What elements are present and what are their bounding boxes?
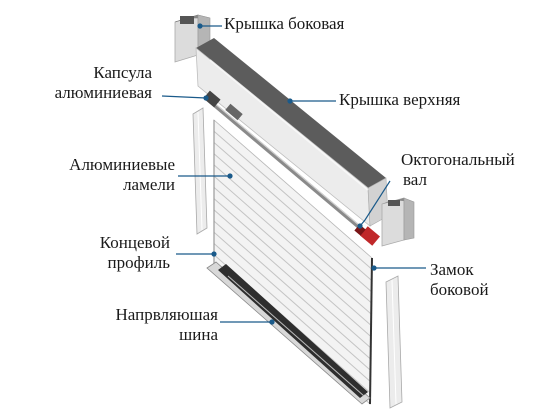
left-guide-rail-part xyxy=(192,107,208,235)
slat-curtain-part xyxy=(213,119,373,405)
label-guide-rail-line1: Напрвляюшая xyxy=(115,305,218,324)
slat-seam xyxy=(213,231,371,371)
slat-seam xyxy=(213,130,373,270)
label-aluminum-slats: Алюминиевые ламели xyxy=(20,155,175,195)
slat-seam xyxy=(213,209,372,349)
label-side-lock-line2: боковой xyxy=(430,280,489,299)
dot-slats xyxy=(227,173,233,179)
dot-capsule xyxy=(203,95,209,101)
label-end-profile-line1: Концевой xyxy=(99,233,170,252)
label-top-cover: Крышка верхняя xyxy=(339,90,461,109)
slat-seam xyxy=(213,187,372,326)
leader-lines xyxy=(161,25,426,323)
dot-shaft xyxy=(357,223,363,229)
slat-seam xyxy=(213,164,372,304)
label-aluminum-capsule: Капсула алюминиевая xyxy=(30,63,152,103)
side-cover-bottom-part xyxy=(381,197,415,247)
label-aluminum-capsule-line1: Капсула xyxy=(93,63,152,82)
label-side-lock: Замок боковой xyxy=(430,260,489,300)
label-side-cover: Крышка боковая xyxy=(224,14,345,33)
label-side-lock-line1: Замок xyxy=(430,260,474,279)
slat-seam xyxy=(213,175,372,315)
label-end-profile-line2: профиль xyxy=(107,253,170,272)
dot-side-cover xyxy=(197,23,203,29)
leader-shaft xyxy=(359,180,391,227)
slat-seam xyxy=(213,198,372,337)
label-guide-rail: Напрвляюшая шина xyxy=(60,305,218,345)
label-octagonal-shaft-line1: Октогональный xyxy=(401,150,515,169)
leader-dots xyxy=(197,23,377,325)
right-guide-rail-part xyxy=(385,275,403,409)
slat-seam xyxy=(213,142,373,281)
label-octagonal-shaft: Октогональный вал xyxy=(401,150,515,190)
dot-end-profile xyxy=(211,251,217,257)
label-guide-rail-line2: шина xyxy=(179,325,218,344)
dot-side-lock xyxy=(371,265,377,271)
dot-guide-rail xyxy=(269,319,275,325)
slat-seam xyxy=(213,243,371,382)
label-octagonal-shaft-line2: вал xyxy=(403,170,427,189)
slat-seam xyxy=(213,153,372,293)
label-aluminum-slats-line1: Алюминиевые xyxy=(69,155,175,174)
leader-capsule xyxy=(161,95,207,99)
octagonal-shaft-part xyxy=(203,90,380,246)
label-aluminum-capsule-line2: алюминиевая xyxy=(54,83,152,102)
label-aluminum-slats-line2: ламели xyxy=(123,175,175,194)
end-profile-part xyxy=(206,261,371,405)
label-end-profile: Концевой профиль xyxy=(40,233,170,273)
dot-top-cover xyxy=(287,98,293,104)
slat-seam xyxy=(213,220,371,360)
